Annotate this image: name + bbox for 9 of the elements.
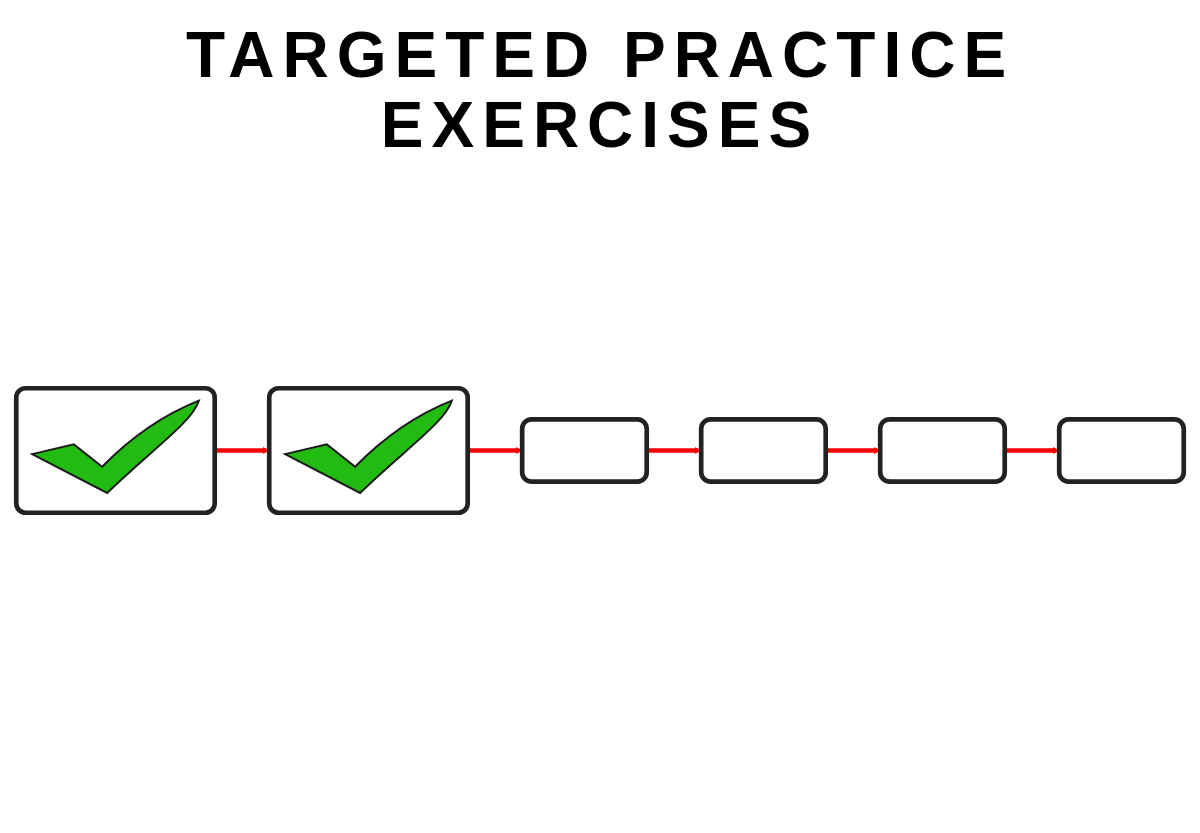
checkmark-icon [31,399,200,495]
empty-square [1056,417,1187,485]
empty-square [877,417,1008,485]
empty-square [698,417,829,485]
empty-square [519,417,650,485]
square-box [13,386,218,516]
square-box [266,386,471,516]
checkmark-icon [284,399,453,495]
title: TARGETED PRACTICE EXERCISES [184,20,1016,161]
